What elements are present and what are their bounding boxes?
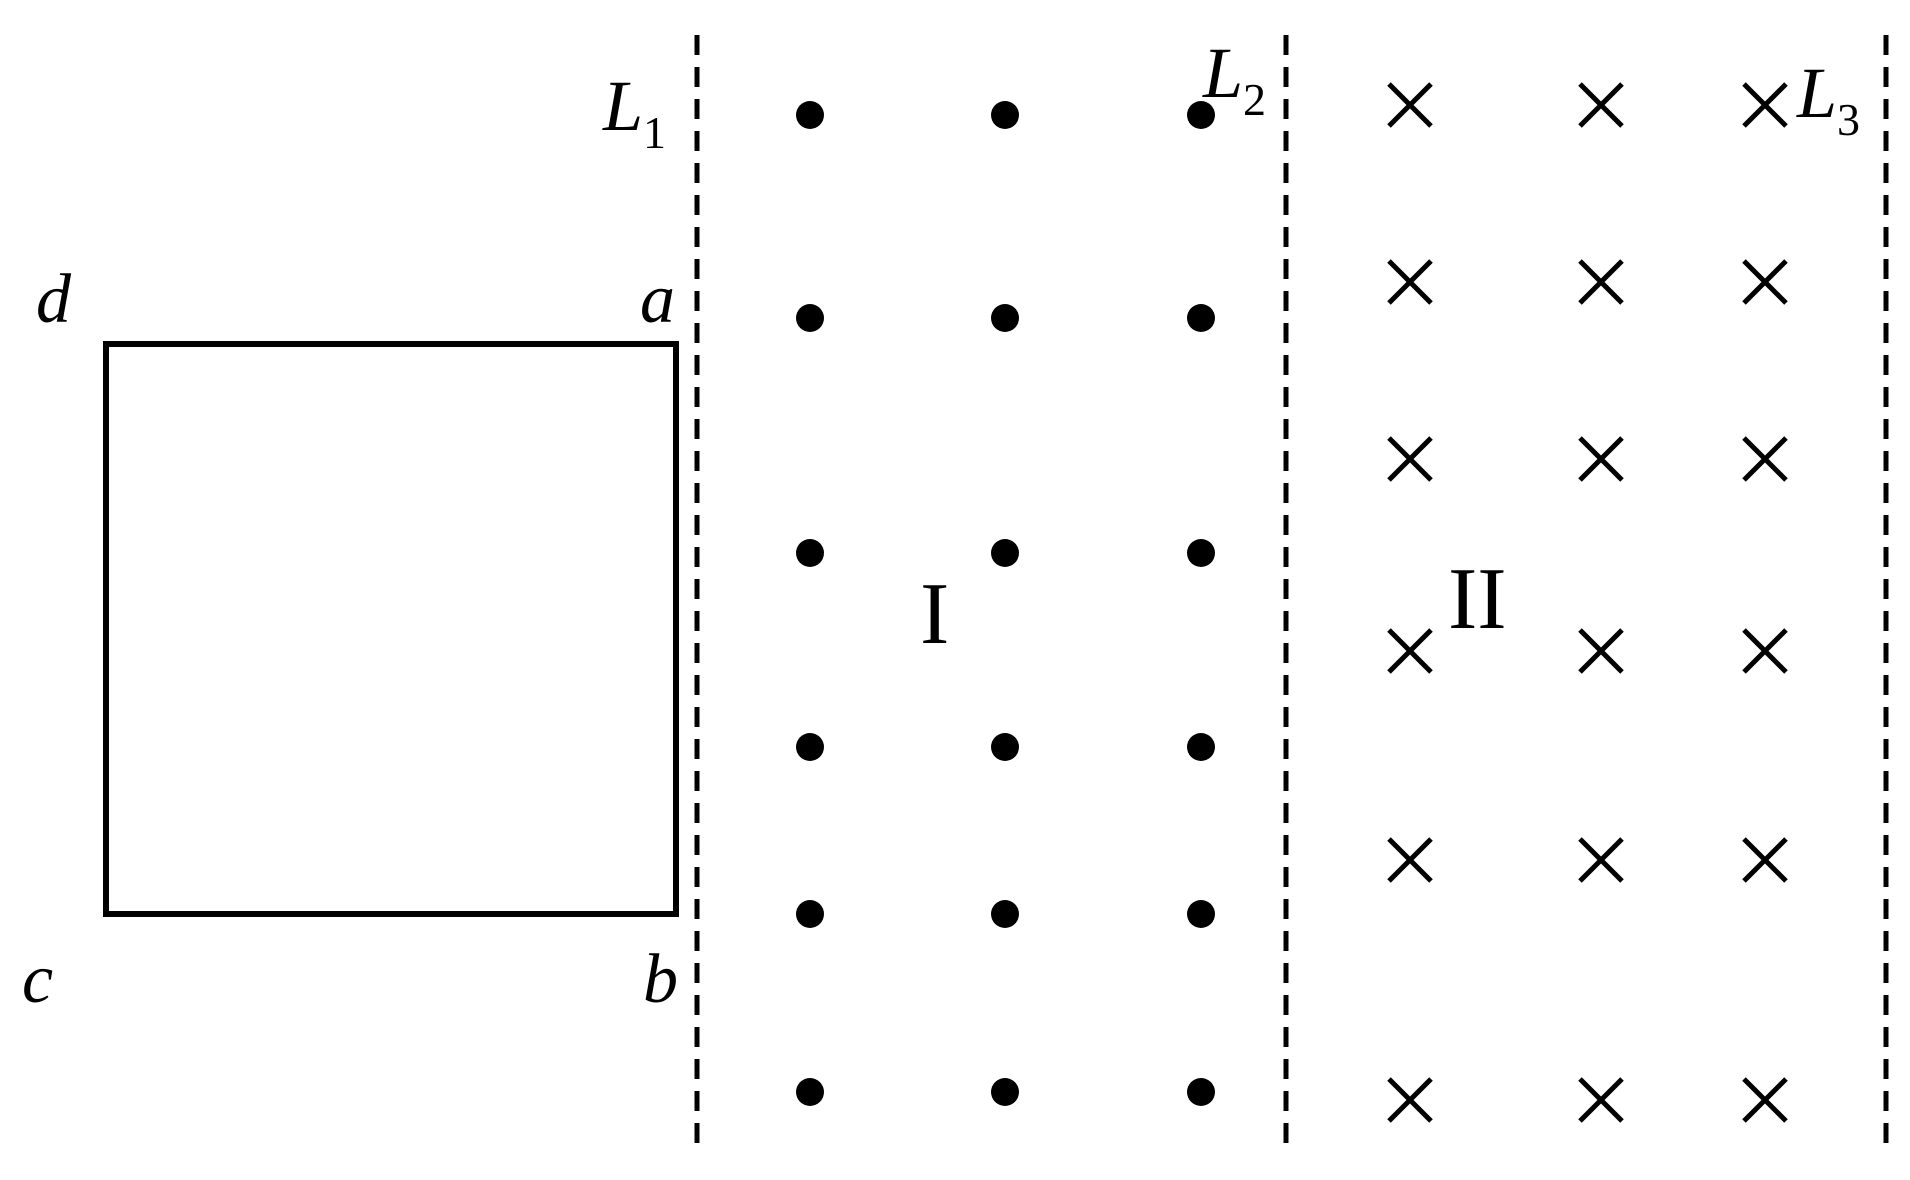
line-label-l2: L2: [1202, 33, 1266, 125]
field-cross-r5-c1: [1387, 837, 1433, 883]
line-label-l1: L1: [602, 66, 666, 158]
line-label-l3: L3: [1796, 53, 1860, 145]
field-dot-r4-c2: [991, 733, 1019, 761]
field-dot-r2-c2: [991, 304, 1019, 332]
field-dot-r5-c3: [1187, 900, 1215, 928]
region-two-field-crosses: [1387, 82, 1788, 1123]
field-cross-r2-c2: [1578, 259, 1624, 305]
field-cross-r6-c3: [1742, 1077, 1788, 1123]
field-cross-r6-c1: [1387, 1077, 1433, 1123]
field-dot-r1-c3: [1187, 101, 1215, 129]
field-cross-r4-c3: [1742, 628, 1788, 674]
corner-label-a: a: [640, 261, 675, 338]
field-dot-r4-c1: [796, 733, 824, 761]
field-cross-r1-c2: [1578, 82, 1624, 128]
field-dot-r1-c2: [991, 101, 1019, 129]
field-dot-r5-c2: [991, 900, 1019, 928]
field-dot-r6-c3: [1187, 1078, 1215, 1106]
region-one-field-dots: [796, 101, 1215, 1106]
field-dot-r3-c3: [1187, 539, 1215, 567]
field-cross-r5-c3: [1742, 837, 1788, 883]
field-cross-r4-c1: [1387, 628, 1433, 674]
region-label-two: II: [1448, 551, 1507, 648]
field-dot-r3-c1: [796, 539, 824, 567]
field-cross-r4-c2: [1578, 628, 1624, 674]
field-dot-r2-c1: [796, 304, 824, 332]
field-dot-r6-c1: [796, 1078, 824, 1106]
field-cross-r3-c2: [1578, 436, 1624, 482]
field-dot-r5-c1: [796, 900, 824, 928]
corner-label-c: c: [22, 941, 53, 1018]
field-cross-r6-c2: [1578, 1077, 1624, 1123]
field-cross-r2-c1: [1387, 259, 1433, 305]
field-cross-r1-c1: [1387, 82, 1433, 128]
field-cross-r1-c3: [1742, 82, 1788, 128]
field-cross-r3-c1: [1387, 436, 1433, 482]
field-dot-r3-c2: [991, 539, 1019, 567]
field-dot-r4-c3: [1187, 733, 1215, 761]
field-cross-r5-c2: [1578, 837, 1624, 883]
region-label-one: I: [920, 566, 949, 663]
corner-label-d: d: [36, 261, 72, 338]
field-cross-r2-c3: [1742, 259, 1788, 305]
field-dot-r2-c3: [1187, 304, 1215, 332]
field-cross-r3-c3: [1742, 436, 1788, 482]
corner-label-b: b: [643, 941, 678, 1018]
field-dot-r6-c2: [991, 1078, 1019, 1106]
field-dot-r1-c1: [796, 101, 824, 129]
square-coil-abcd: [103, 341, 679, 917]
